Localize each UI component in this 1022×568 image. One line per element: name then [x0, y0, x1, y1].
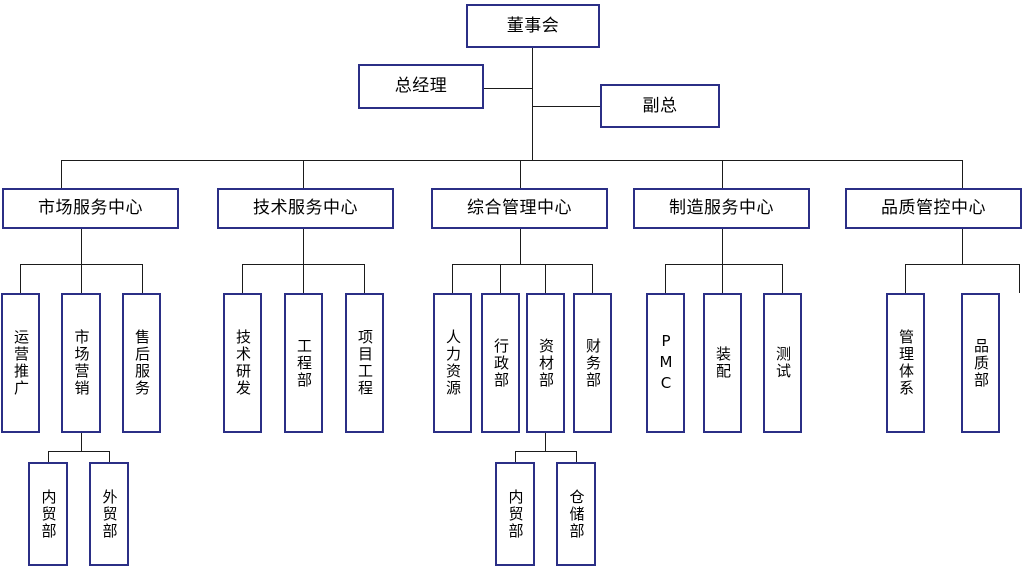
node-center-general-management[interactable]: 综合管理中心 — [431, 188, 608, 229]
connector-center-drop-1 — [61, 160, 62, 188]
node-dept-assembly[interactable]: 装配 — [703, 293, 742, 433]
node-center-manufacturing-service[interactable]: 制造服务中心 — [633, 188, 810, 229]
node-sub-domestic-trade-materials-label: 内贸部 — [506, 488, 525, 540]
node-center-quality-control[interactable]: 品质管控中心 — [845, 188, 1022, 229]
node-dept-marketing-label: 市场营销 — [72, 329, 91, 397]
connector-c4-drop-1 — [665, 264, 666, 293]
connector-center-drop-3 — [520, 160, 521, 188]
node-center-market-service[interactable]: 市场服务中心 — [2, 188, 179, 229]
node-dept-finance-label: 财务部 — [584, 337, 602, 389]
node-dept-testing-label: 测试 — [774, 346, 792, 380]
connector-c1-drop-3 — [142, 264, 143, 293]
connector-marketing-bus — [48, 451, 110, 452]
node-dept-quality-label: 品质部 — [972, 337, 990, 389]
node-dept-finance[interactable]: 财务部 — [573, 293, 612, 433]
connector-material-bus — [515, 451, 576, 452]
node-dept-marketing[interactable]: 市场营销 — [61, 293, 101, 433]
node-vice-president-label: 副总 — [642, 95, 678, 116]
node-dept-materials-label: 资材部 — [537, 337, 555, 389]
node-center-market-service-label: 市场服务中心 — [38, 198, 143, 219]
connector-material-stem — [545, 433, 546, 451]
node-vice-president[interactable]: 副总 — [600, 84, 720, 128]
connector-material-drop-2 — [576, 451, 577, 462]
node-dept-management-system-label: 管理体系 — [897, 329, 915, 397]
node-dept-quality[interactable]: 品质部 — [961, 293, 1000, 433]
node-center-technical-service-label: 技术服务中心 — [253, 198, 358, 219]
node-dept-testing[interactable]: 测试 — [763, 293, 802, 433]
connector-center-drop-4 — [722, 160, 723, 188]
node-dept-administration-label: 行政部 — [492, 337, 510, 389]
node-center-general-management-label: 综合管理中心 — [467, 198, 572, 219]
node-sub-warehouse-label: 仓储部 — [567, 488, 586, 540]
node-dept-human-resources[interactable]: 人力资源 — [433, 293, 472, 433]
node-dept-pmc[interactable]: PMC — [646, 293, 685, 433]
connector-c2-drop-1 — [242, 264, 243, 293]
connector-c5-stem — [962, 228, 963, 264]
connector-c3-drop-2 — [500, 264, 501, 293]
connector-c2-stem — [303, 228, 304, 264]
node-board-label: 董事会 — [506, 15, 560, 36]
connector-c4-stem — [722, 228, 723, 264]
node-dept-management-system[interactable]: 管理体系 — [886, 293, 925, 433]
connector-c5-drop-2 — [1019, 264, 1020, 293]
node-dept-operations-promotion[interactable]: 运营推广 — [1, 293, 40, 433]
connector-c2-drop-3 — [364, 264, 365, 293]
node-dept-operations-promotion-label: 运营推广 — [12, 329, 30, 397]
node-dept-pmc-label: PMC — [657, 331, 675, 395]
node-dept-administration[interactable]: 行政部 — [481, 293, 520, 433]
connector-general-manager — [484, 88, 532, 89]
connector-vice-president — [532, 106, 600, 107]
node-dept-rnd-label: 技术研发 — [234, 329, 252, 397]
connector-c3-stem — [520, 228, 521, 264]
node-general-manager[interactable]: 总经理 — [358, 64, 484, 109]
node-board[interactable]: 董事会 — [466, 4, 600, 48]
node-dept-after-sales-label: 售后服务 — [133, 329, 151, 397]
node-center-quality-control-label: 品质管控中心 — [881, 198, 986, 219]
connector-c3-drop-3 — [545, 264, 546, 293]
connector-c3-drop-4 — [592, 264, 593, 293]
connector-c3-bus — [452, 264, 592, 265]
node-sub-domestic-trade-materials[interactable]: 内贸部 — [495, 462, 535, 566]
node-sub-warehouse[interactable]: 仓储部 — [556, 462, 596, 566]
node-sub-domestic-trade-marketing-label: 内贸部 — [39, 488, 58, 540]
connector-c3-drop-1 — [452, 264, 453, 293]
node-dept-rnd[interactable]: 技术研发 — [223, 293, 262, 433]
connector-c4-drop-2 — [722, 264, 723, 293]
connector-marketing-drop-1 — [48, 451, 49, 462]
connector-c1-drop-1 — [20, 264, 21, 293]
connector-center-drop-5 — [962, 160, 963, 188]
node-dept-after-sales[interactable]: 售后服务 — [122, 293, 161, 433]
node-sub-foreign-trade[interactable]: 外贸部 — [89, 462, 129, 566]
connector-c4-bus — [665, 264, 782, 265]
node-sub-foreign-trade-label: 外贸部 — [100, 488, 119, 540]
node-dept-human-resources-label: 人力资源 — [444, 329, 462, 397]
node-dept-project-engineering[interactable]: 项目工程 — [345, 293, 384, 433]
connector-c5-drop-1 — [905, 264, 906, 293]
connector-marketing-drop-2 — [109, 451, 110, 462]
connector-c1-drop-2 — [81, 264, 82, 293]
connector-c1-stem — [81, 228, 82, 264]
node-dept-project-engineering-label: 项目工程 — [356, 329, 374, 397]
connector-center-drop-2 — [303, 160, 304, 188]
connector-material-drop-1 — [515, 451, 516, 462]
connector-marketing-stem — [81, 433, 82, 451]
connector-c4-drop-3 — [782, 264, 783, 293]
node-dept-engineering[interactable]: 工程部 — [284, 293, 323, 433]
connector-centers-bus — [61, 160, 963, 161]
connector-c2-drop-2 — [303, 264, 304, 293]
node-center-manufacturing-service-label: 制造服务中心 — [669, 198, 774, 219]
node-sub-domestic-trade-marketing[interactable]: 内贸部 — [28, 462, 68, 566]
connector-c5-bus — [905, 264, 1020, 265]
node-dept-materials[interactable]: 资材部 — [526, 293, 565, 433]
node-center-technical-service[interactable]: 技术服务中心 — [217, 188, 394, 229]
connector-board-trunk — [532, 48, 533, 161]
node-general-manager-label: 总经理 — [394, 76, 448, 97]
node-dept-assembly-label: 装配 — [714, 346, 732, 380]
node-dept-engineering-label: 工程部 — [295, 337, 313, 389]
